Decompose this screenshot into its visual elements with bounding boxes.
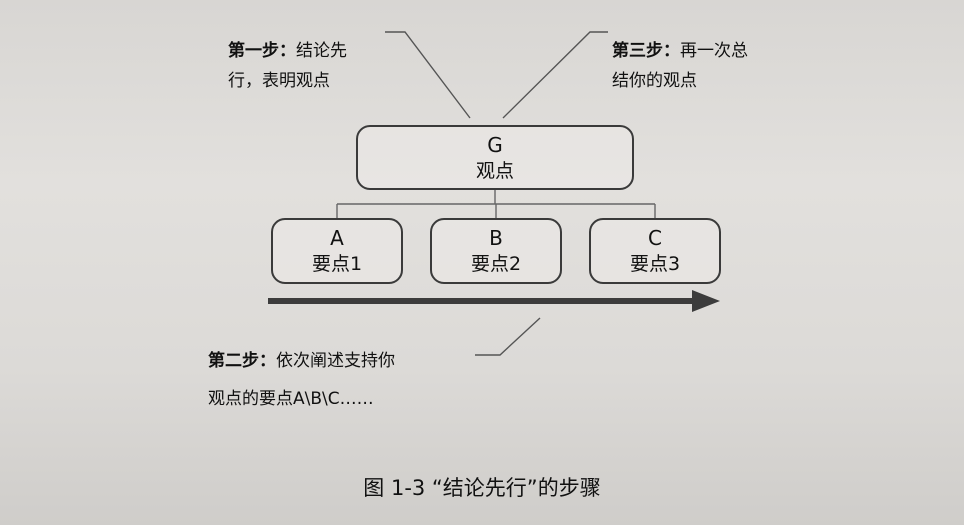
step1-label: 第一步： <box>228 41 296 61</box>
point-c-label: 要点3 <box>629 253 681 275</box>
step3-leader-line <box>502 31 608 119</box>
root-node-box: G 观点 <box>356 125 634 190</box>
step1-leader-line <box>385 31 471 119</box>
step1-text-line1: 结论先 <box>296 41 347 61</box>
point-c-letter: C <box>648 226 662 250</box>
progression-arrow-shaft <box>268 298 698 304</box>
root-node-label: 观点 <box>475 159 514 182</box>
point-b-label: 要点2 <box>470 253 522 275</box>
step3-label: 第三步： <box>612 41 680 61</box>
point-b-box: B 要点2 <box>430 218 562 284</box>
step3-text-line2: 结你的观点 <box>612 71 697 91</box>
step2-annotation: 第二步：依次阐述支持你 观点的要点A\B\C…… <box>208 346 468 414</box>
step2-label: 第二步： <box>208 351 276 371</box>
progression-arrow-head <box>692 290 720 312</box>
step2-text-line1: 依次阐述支持你 <box>276 351 395 371</box>
point-a-letter: A <box>330 226 344 250</box>
point-b-letter: B <box>489 226 503 250</box>
point-a-box: A 要点1 <box>271 218 403 284</box>
figure-caption: 图 1-3 “结论先行”的步骤 <box>363 476 601 500</box>
step1-annotation: 第一步：结论先 行，表明观点 <box>228 36 388 96</box>
point-c-box: C 要点3 <box>589 218 721 284</box>
root-node-letter: G <box>487 132 503 157</box>
step2-leader-line <box>475 317 541 356</box>
step2-text-line2: 观点的要点A\B\C…… <box>208 389 374 409</box>
step3-annotation: 第三步：再一次总 结你的观点 <box>612 36 792 96</box>
step3-text-line1: 再一次总 <box>680 41 748 61</box>
point-a-label: 要点1 <box>311 253 363 275</box>
step1-text-line2: 行，表明观点 <box>228 71 330 91</box>
